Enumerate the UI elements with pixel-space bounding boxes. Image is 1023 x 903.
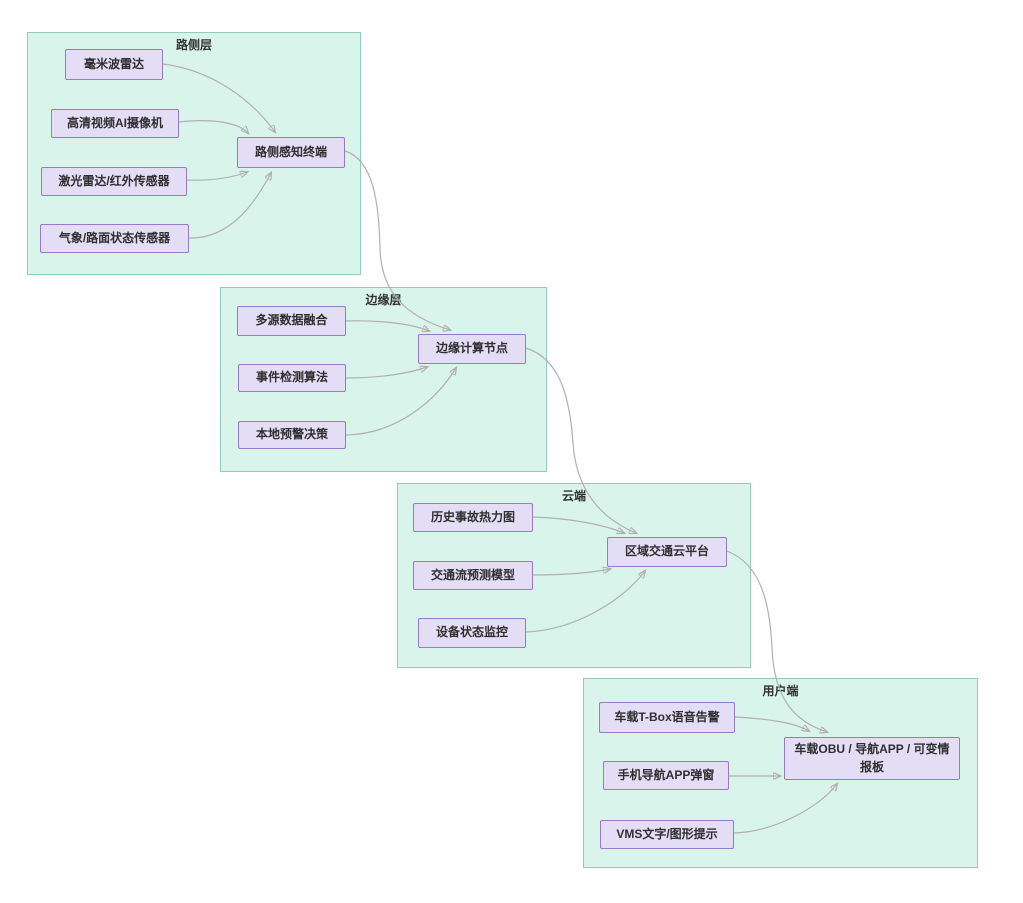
node-data-fusion: 多源数据融合 — [237, 306, 346, 336]
node-edge-compute: 边缘计算节点 — [418, 334, 526, 364]
node-device-monitor: 设备状态监控 — [418, 618, 526, 648]
node-roadside-terminal: 路侧感知终端 — [237, 137, 345, 168]
node-vms-prompt: VMS文字/图形提示 — [600, 820, 734, 849]
layer-cloud-label: 云端 — [561, 489, 586, 503]
node-weather-road-sensor: 气象/路面状态传感器 — [40, 224, 189, 253]
node-cloud-platform: 区域交通云平台 — [607, 537, 727, 567]
node-tbox-alert: 车载T-Box语音告警 — [599, 702, 735, 733]
node-event-detection: 事件检测算法 — [238, 364, 346, 392]
layer-user-label: 用户端 — [762, 684, 799, 698]
node-nav-popup: 手机导航APP弹窗 — [603, 761, 729, 790]
node-traffic-prediction: 交通流预测模型 — [413, 561, 533, 590]
node-mmwave-radar: 毫米波雷达 — [65, 49, 163, 80]
node-obu-terminal: 车载OBU / 导航APP / 可变情报板 — [784, 737, 960, 780]
layer-roadside-label: 路侧层 — [175, 38, 212, 52]
node-local-warning: 本地预警决策 — [238, 421, 346, 449]
node-ai-camera: 高清视频AI摄像机 — [51, 109, 179, 138]
node-lidar-ir-sensor: 激光雷达/红外传感器 — [41, 167, 187, 196]
node-accident-heatmap: 历史事故热力图 — [413, 503, 533, 532]
